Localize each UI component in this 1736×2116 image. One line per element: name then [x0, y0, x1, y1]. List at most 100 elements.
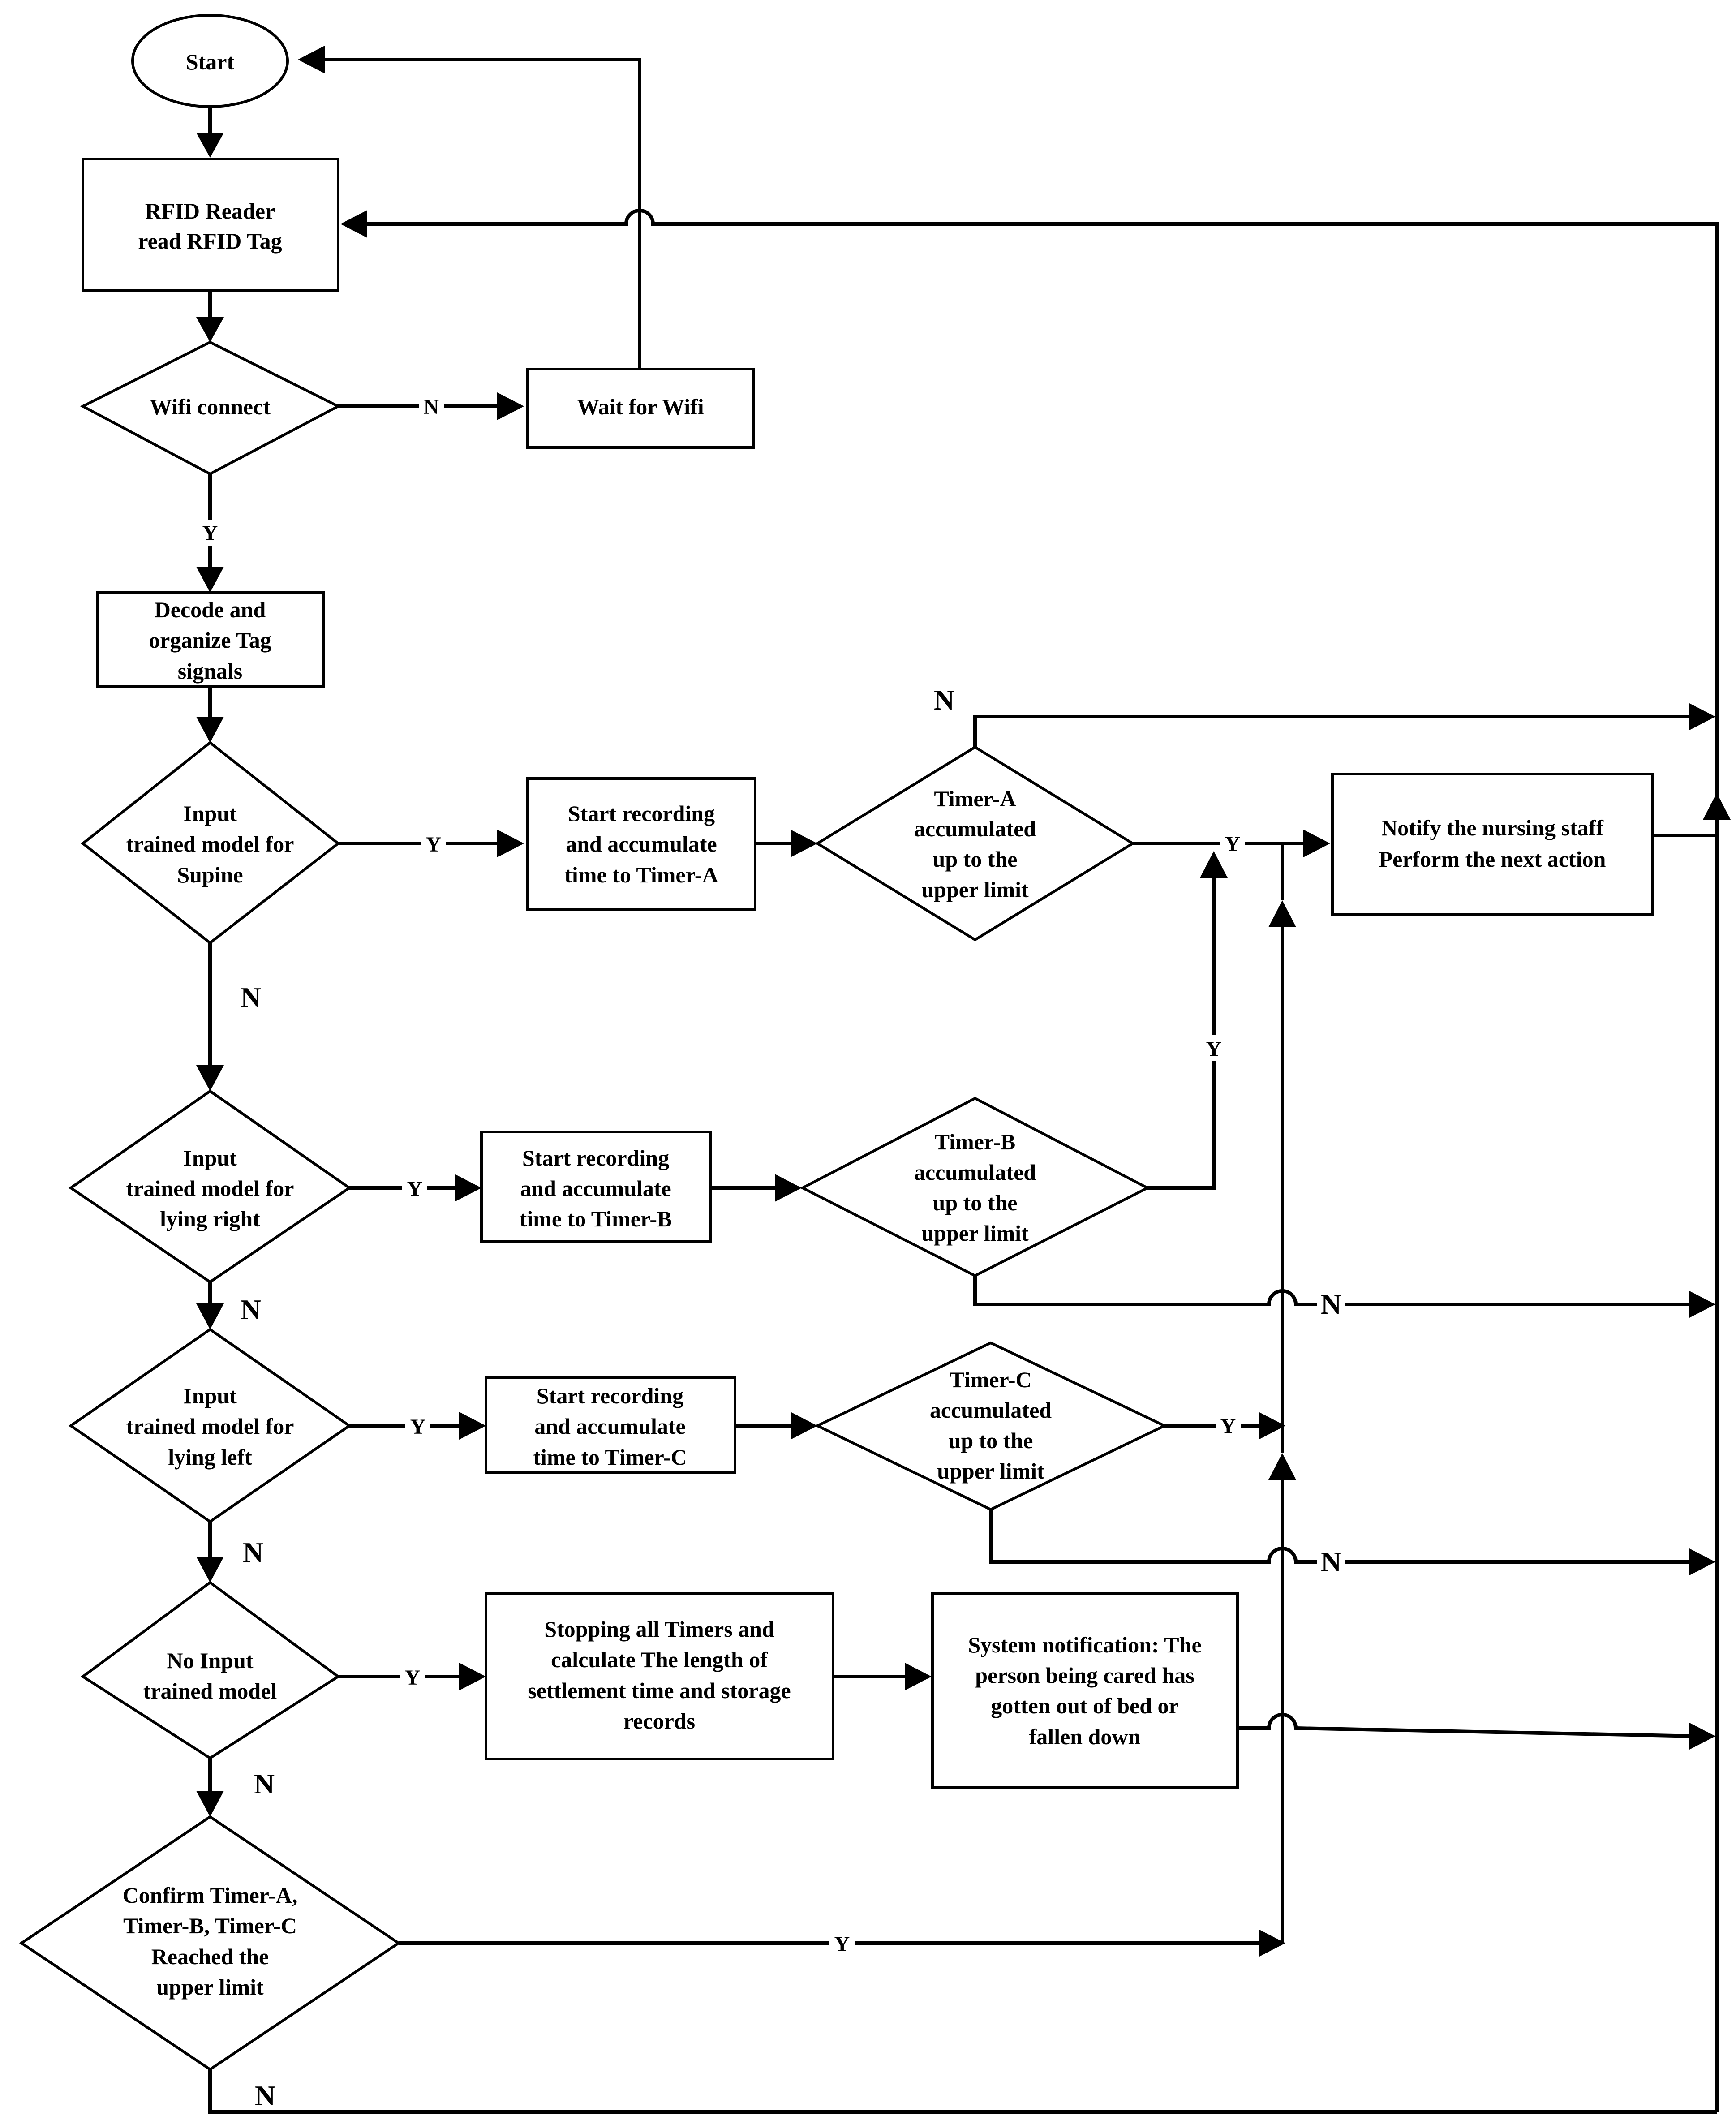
lying-left-label-2: trained model for	[126, 1414, 294, 1439]
stop-timers-node: Stopping all Timers and calculate The le…	[485, 1592, 834, 1760]
decode-label-1: Decode and	[155, 597, 266, 622]
arrowhead	[1268, 1453, 1296, 1480]
record-b-label-3: time to Timer-B	[520, 1206, 672, 1231]
arrowhead	[340, 210, 367, 238]
start-label: Start	[186, 49, 235, 74]
record-b-node: Start recording and accumulate time to T…	[480, 1131, 712, 1243]
no-input-label-2: trained model	[143, 1678, 277, 1703]
arrowhead	[1259, 1929, 1285, 1957]
arrowhead	[196, 1065, 224, 1091]
timer-b-label-2: accumulated	[914, 1160, 1036, 1185]
edge-timer-b-yes	[1147, 869, 1216, 1190]
edge-label-timer-c-no: N	[1321, 1546, 1341, 1578]
arrowhead	[1268, 900, 1296, 927]
record-a-label-2: and accumulate	[566, 831, 717, 856]
edge-label-wifi-yes: Y	[202, 521, 218, 545]
system-notify-label-1: System notification: The	[968, 1632, 1201, 1657]
confirm-label-4: upper limit	[156, 1974, 264, 2000]
arrowhead	[497, 392, 524, 420]
wait-wifi-node: Wait for Wifi	[526, 368, 755, 449]
record-c-label-3: time to Timer-C	[533, 1445, 687, 1470]
edge-wait-to-start	[316, 58, 641, 369]
edge-label-wifi-no: N	[424, 395, 439, 419]
edge-label-left-no: N	[243, 1536, 263, 1568]
wifi-connect-label: Wifi connect	[150, 394, 271, 419]
supine-label-1: Input	[183, 801, 237, 826]
edge-label-no-input-no: N	[254, 1768, 275, 1800]
system-notify-label-3: gotten out of bed or	[991, 1693, 1178, 1718]
arrowhead	[1703, 793, 1731, 820]
timer-b-label-1: Timer-B	[935, 1129, 1016, 1154]
record-a-node: Start recording and accumulate time to T…	[526, 777, 756, 911]
timer-c-label-1: Timer-C	[950, 1367, 1031, 1392]
arrowhead	[196, 133, 224, 158]
arrowhead	[497, 830, 524, 857]
arrowhead	[1689, 1290, 1715, 1318]
arrowhead	[1689, 1722, 1715, 1750]
record-b-label-2: and accumulate	[520, 1176, 671, 1201]
lying-right-label-1: Input	[183, 1145, 237, 1170]
system-notification-node: System notification: The person being ca…	[931, 1592, 1239, 1789]
arrowhead	[1259, 1412, 1285, 1440]
record-b-label-1: Start recording	[522, 1145, 669, 1170]
decode-label-3: signals	[178, 658, 243, 684]
timer-c-label-2: accumulated	[930, 1398, 1052, 1423]
arrowhead	[459, 1663, 486, 1690]
wifi-connect-node: Wifi connect	[80, 340, 341, 476]
timer-c-decision-node: Timer-C accumulated up to the upper limi…	[814, 1341, 1168, 1511]
edge-timer-a-no	[973, 715, 1697, 747]
system-notify-label-2: person being cared has	[975, 1663, 1194, 1688]
arrowhead	[1689, 1548, 1715, 1576]
arrowhead	[196, 717, 224, 743]
edge-label-timer-a-yes: Y	[1225, 832, 1241, 856]
record-a-label-3: time to Timer-A	[564, 862, 718, 887]
nodes: Start RFID Reader read RFID Tag Wifi con…	[19, 14, 1654, 2071]
arrowhead	[459, 1412, 486, 1440]
arrowhead	[775, 1174, 802, 1202]
stop-timers-label-2: calculate The length of	[551, 1647, 768, 1672]
notify-node: Notify the nursing staff Perform the nex…	[1331, 773, 1654, 916]
arrowhead	[455, 1174, 481, 1202]
lying-right-label-2: trained model for	[126, 1176, 294, 1201]
edge-label-timer-a-no: N	[934, 684, 954, 716]
edge-label-confirm-yes: Y	[834, 1932, 850, 1956]
supine-decision-node: Input trained model for Supine	[81, 741, 340, 945]
arrowhead	[196, 567, 224, 593]
timer-a-decision-node: Timer-A accumulated up to the upper limi…	[815, 745, 1135, 942]
arrowhead	[1200, 851, 1228, 878]
record-c-label-2: and accumulate	[534, 1414, 686, 1439]
edge-label-timer-b-no: N	[1321, 1288, 1341, 1320]
no-input-decision-node: No Input trained model	[80, 1581, 341, 1760]
decode-label-2: organize Tag	[149, 628, 271, 653]
edge-label-supine-yes: Y	[426, 833, 442, 856]
timer-b-label-4: upper limit	[921, 1221, 1029, 1246]
start-node: Start	[131, 14, 289, 108]
confirm-label-2: Timer-B, Timer-C	[123, 1913, 297, 1938]
stop-timers-label-1: Stopping all Timers and	[544, 1617, 774, 1642]
edge-label-right-yes: Y	[407, 1177, 423, 1201]
arrowhead	[196, 1791, 224, 1817]
rfid-read-label-2: read RFID Tag	[138, 228, 282, 254]
arrowhead	[298, 46, 325, 73]
edge-labels: N Y Y N N Y Y Y N N Y N Y N Y N Y N	[197, 393, 1345, 2112]
no-input-label-1: No Input	[167, 1648, 253, 1673]
decode-node: Decode and organize Tag signals	[96, 591, 325, 688]
record-c-node: Start recording and accumulate time to T…	[485, 1376, 736, 1474]
confirm-label-1: Confirm Timer-A,	[123, 1883, 298, 1908]
timer-c-label-4: upper limit	[937, 1458, 1044, 1484]
edge-confirm-no	[208, 2069, 1717, 2114]
edge-label-timer-b-yes: Y	[1206, 1037, 1222, 1061]
lying-left-decision-node: Input trained model for lying left	[68, 1328, 352, 1523]
system-notify-label-4: fallen down	[1029, 1724, 1141, 1749]
timer-a-label-4: upper limit	[921, 877, 1029, 902]
lying-left-label-1: Input	[183, 1383, 237, 1408]
arrowhead	[196, 317, 224, 342]
confirm-label-3: Reached the	[151, 1944, 269, 1969]
timer-a-label-3: up to the	[933, 847, 1018, 872]
edge-label-supine-no: N	[241, 981, 261, 1013]
wait-wifi-label: Wait for Wifi	[577, 394, 704, 419]
lying-left-label-3: lying left	[168, 1445, 252, 1470]
connectors	[196, 46, 1731, 2114]
edge-trunk-to-rfid	[358, 209, 1719, 797]
arrowhead	[791, 1412, 817, 1440]
